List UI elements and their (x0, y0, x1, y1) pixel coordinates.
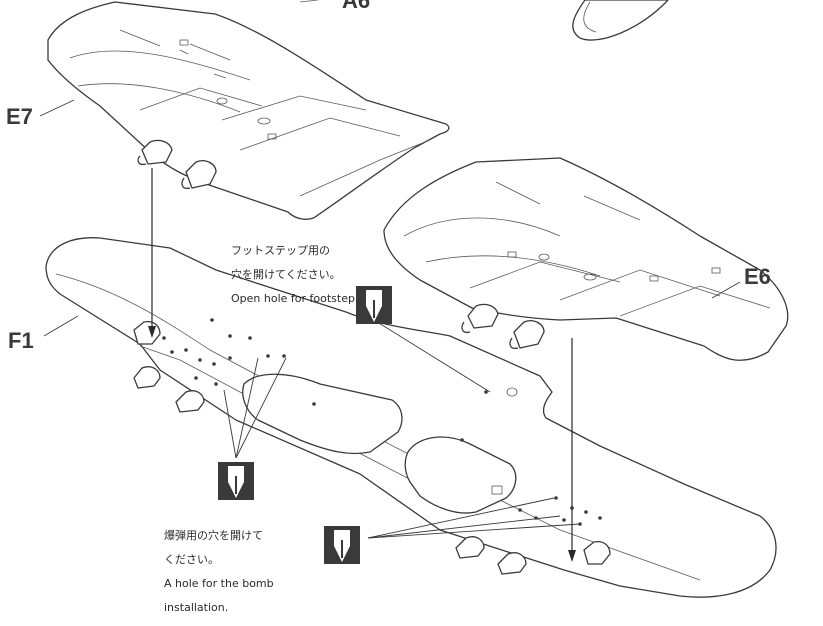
bomb-note-en-1: A hole for the bomb (164, 577, 274, 590)
drill-icon (356, 286, 392, 324)
assembly-arrows (148, 168, 576, 562)
assembly-diagram: A6 E7 E6 F1 フットステップ用の 穴を開けてください。 Open ho… (6, 0, 789, 614)
diagram-canvas: A6 E7 E6 F1 (6, 0, 789, 598)
footstep-note: フットステップ用の 穴を開けてください。 Open hole for foots… (231, 233, 358, 317)
part-label-e6: E6 (744, 264, 771, 289)
footstep-note-ja-1: フットステップ用の (231, 244, 330, 257)
footstep-note-ja-2: 穴を開けてください。 (231, 268, 341, 281)
part-e7-wing (47, 1, 450, 220)
part-e6-wing (383, 157, 789, 361)
bomb-note-en-2: installation. (164, 601, 229, 614)
part-label-f1: F1 (8, 328, 34, 353)
part-label-e7: E7 (6, 104, 33, 129)
drill-icon (324, 526, 360, 564)
part-label-a6: A6 (342, 0, 370, 13)
bomb-note-ja-2: ください。 (164, 553, 219, 566)
part-a6-fragment (572, 0, 669, 41)
bomb-note: 爆弾用の穴を開けて ください。 A hole for the bomb inst… (164, 518, 274, 626)
footstep-note-en: Open hole for footstep. (231, 292, 359, 305)
bomb-note-ja-1: 爆弾用の穴を開けて (164, 529, 263, 542)
drill-icon (218, 462, 254, 500)
part-f1-panel (45, 237, 777, 598)
hole-dots (162, 318, 602, 526)
